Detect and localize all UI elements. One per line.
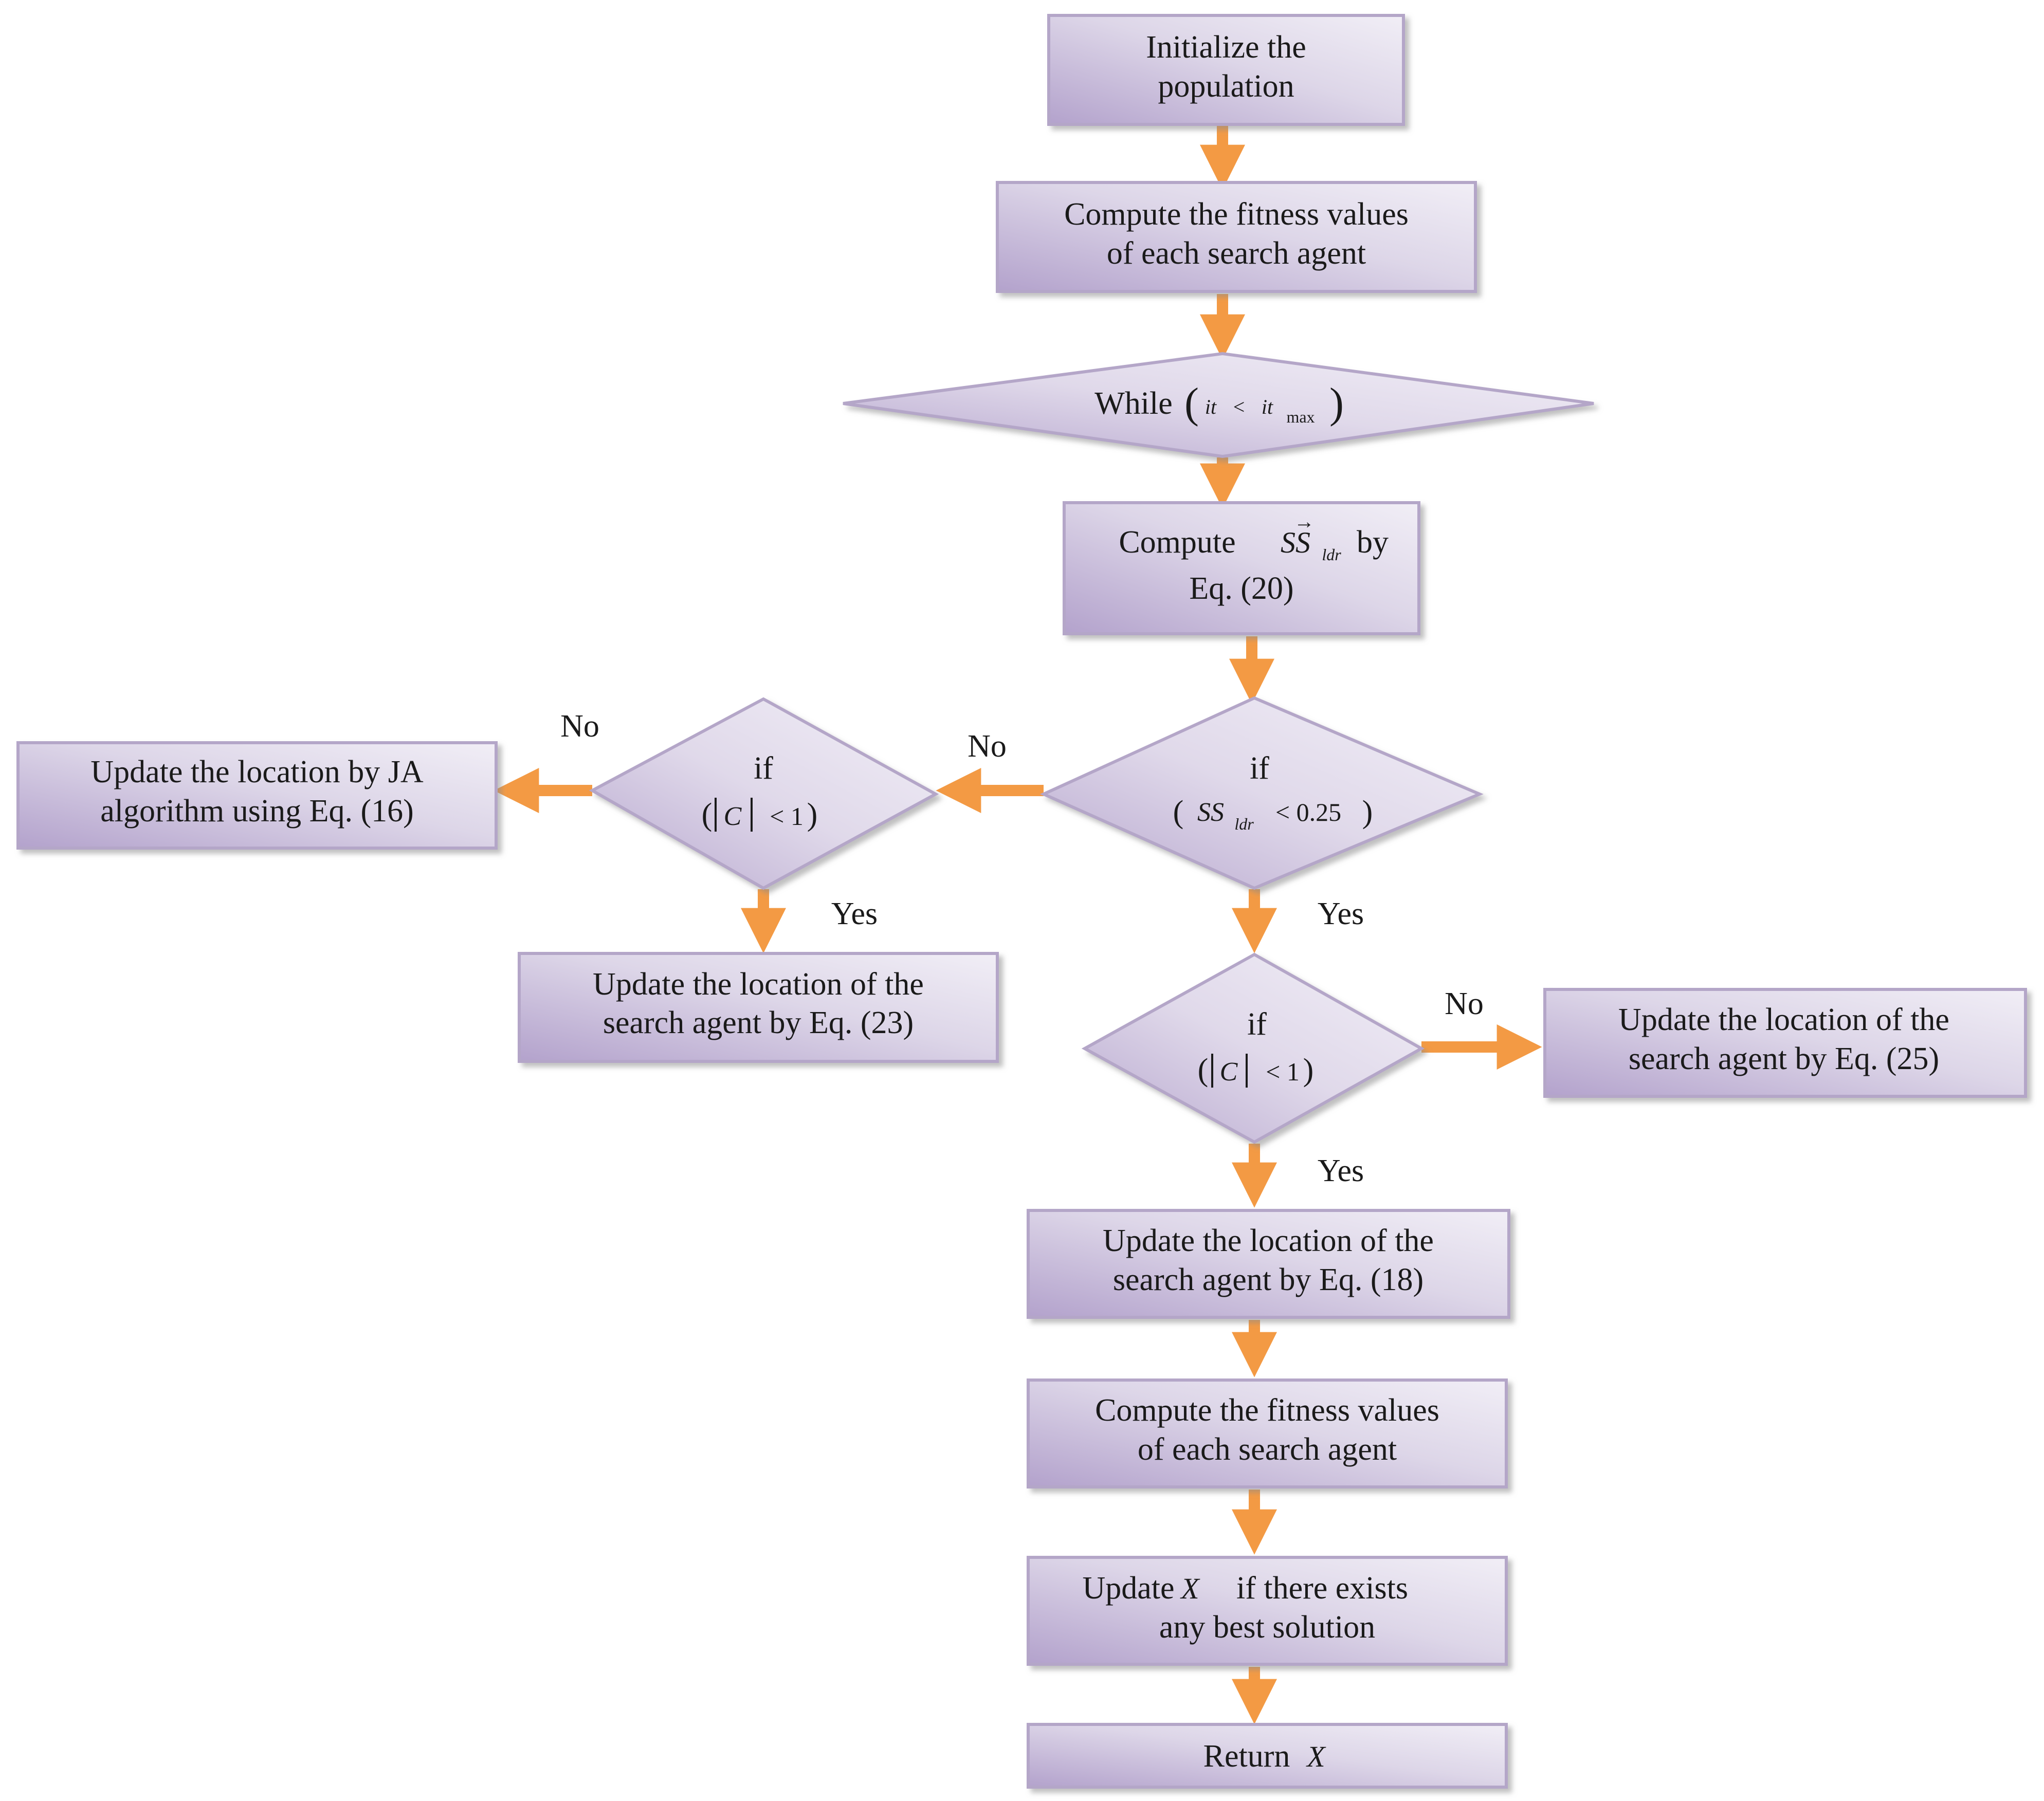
eq25-line1: Update the location of the bbox=[1618, 1002, 1949, 1037]
ifcright-lparen: ( bbox=[1198, 1053, 1209, 1088]
node-eq18-update: Update the location of the search agent … bbox=[1027, 1209, 1510, 1319]
label-yes-left: Yes bbox=[831, 896, 878, 931]
node-ja-update: Update the location by JA algorithm usin… bbox=[16, 741, 498, 850]
return-symbol: X bbox=[1306, 1740, 1326, 1773]
computess-suffix: by bbox=[1357, 525, 1389, 560]
ja-line2: algorithm using Eq. (16) bbox=[100, 794, 414, 829]
eq23-line2: search agent by Eq. (23) bbox=[603, 1005, 914, 1040]
return-prefix: Return bbox=[1203, 1739, 1290, 1774]
fitness2-line1: Compute the fitness values bbox=[1095, 1393, 1439, 1428]
node-eq23-update: Update the location of the search agent … bbox=[518, 952, 999, 1063]
node-initialize: Initialize the population bbox=[1047, 14, 1405, 126]
ifss-symbol: SS bbox=[1197, 798, 1224, 827]
ifcright-symbol: C bbox=[1220, 1057, 1238, 1087]
node-return-x: Return X bbox=[1027, 1723, 1508, 1789]
while-var2: it bbox=[1262, 395, 1273, 418]
computess-sub: ldr bbox=[1322, 545, 1341, 564]
node-while-loop: While ( it < it max ) bbox=[843, 352, 1594, 458]
connectors bbox=[494, 126, 1542, 1724]
node-compute-ss: Compute SS → ldr by Eq. (20) bbox=[1063, 501, 1420, 635]
ja-line1: Update the location by JA bbox=[90, 755, 424, 789]
eq25-line2: search agent by Eq. (25) bbox=[1629, 1041, 1939, 1076]
branch-labels: No No No Yes Yes Yes bbox=[560, 709, 1484, 1188]
node-eq25-update: Update the location of the search agent … bbox=[1543, 988, 2027, 1098]
ifss-sub: ldr bbox=[1234, 815, 1254, 833]
node-if-c-right: if ( C < 1 ) bbox=[1081, 952, 1425, 1144]
label-no-right: No bbox=[1445, 986, 1484, 1021]
ifcleft-rest: < 1 bbox=[770, 802, 804, 831]
node-compute-fitness-1: Compute the fitness values of each searc… bbox=[996, 181, 1477, 293]
computess-line2: Eq. (20) bbox=[1189, 571, 1293, 606]
while-sub: max bbox=[1286, 408, 1315, 426]
label-yes-bottom: Yes bbox=[1318, 1153, 1364, 1188]
eq18-line1: Update the location of the bbox=[1103, 1223, 1434, 1258]
eq18-line2: search agent by Eq. (18) bbox=[1113, 1262, 1424, 1297]
updatex-prefix: Update bbox=[1082, 1571, 1174, 1606]
ifss-rest: < 0.25 bbox=[1275, 798, 1341, 826]
label-yes-mid: Yes bbox=[1318, 896, 1364, 931]
while-op: < bbox=[1233, 395, 1245, 418]
while-prefix: While bbox=[1094, 386, 1173, 421]
fitness1-line2: of each search agent bbox=[1107, 236, 1366, 271]
eq23-line1: Update the location of the bbox=[593, 967, 924, 1002]
init-line1: Initialize the bbox=[1146, 30, 1306, 65]
while-var: it bbox=[1205, 395, 1217, 418]
ifcright-word: if bbox=[1247, 1007, 1267, 1042]
ifss-rparen: ) bbox=[1362, 795, 1373, 830]
ifcleft-rparen: ) bbox=[807, 797, 818, 832]
node-if-c-left: if ( C < 1 ) bbox=[589, 697, 939, 890]
label-no-left: No bbox=[560, 709, 599, 744]
while-rparen: ) bbox=[1329, 379, 1344, 427]
updatex-symbol: X bbox=[1180, 1572, 1200, 1605]
ifss-word: if bbox=[1250, 751, 1269, 786]
ifcleft-word: if bbox=[754, 751, 773, 786]
node-update-x: Update X if there exists any best soluti… bbox=[1027, 1556, 1508, 1666]
ifcleft-lparen: ( bbox=[702, 797, 713, 832]
updatex-suffix: if there exists bbox=[1236, 1571, 1408, 1606]
ifcleft-symbol: C bbox=[724, 802, 742, 831]
ifss-lparen: ( bbox=[1173, 795, 1184, 830]
node-if-ss: if ( SS ldr < 0.25 ) bbox=[1039, 696, 1484, 890]
init-line2: population bbox=[1158, 69, 1294, 104]
ifcright-rparen: ) bbox=[1303, 1053, 1314, 1088]
computess-vector-arrow: → bbox=[1294, 510, 1315, 533]
computess-prefix: Compute bbox=[1119, 525, 1235, 560]
while-lparen: ( bbox=[1184, 379, 1199, 427]
node-compute-fitness-2: Compute the fitness values of each searc… bbox=[1027, 1379, 1508, 1488]
fitness2-line2: of each search agent bbox=[1138, 1432, 1397, 1467]
fitness1-line1: Compute the fitness values bbox=[1064, 197, 1409, 232]
computess-symbol: SS bbox=[1281, 526, 1310, 559]
ifcright-rest: < 1 bbox=[1266, 1057, 1300, 1086]
label-no-mid: No bbox=[968, 729, 1007, 764]
updatex-line2: any best solution bbox=[1159, 1610, 1375, 1645]
